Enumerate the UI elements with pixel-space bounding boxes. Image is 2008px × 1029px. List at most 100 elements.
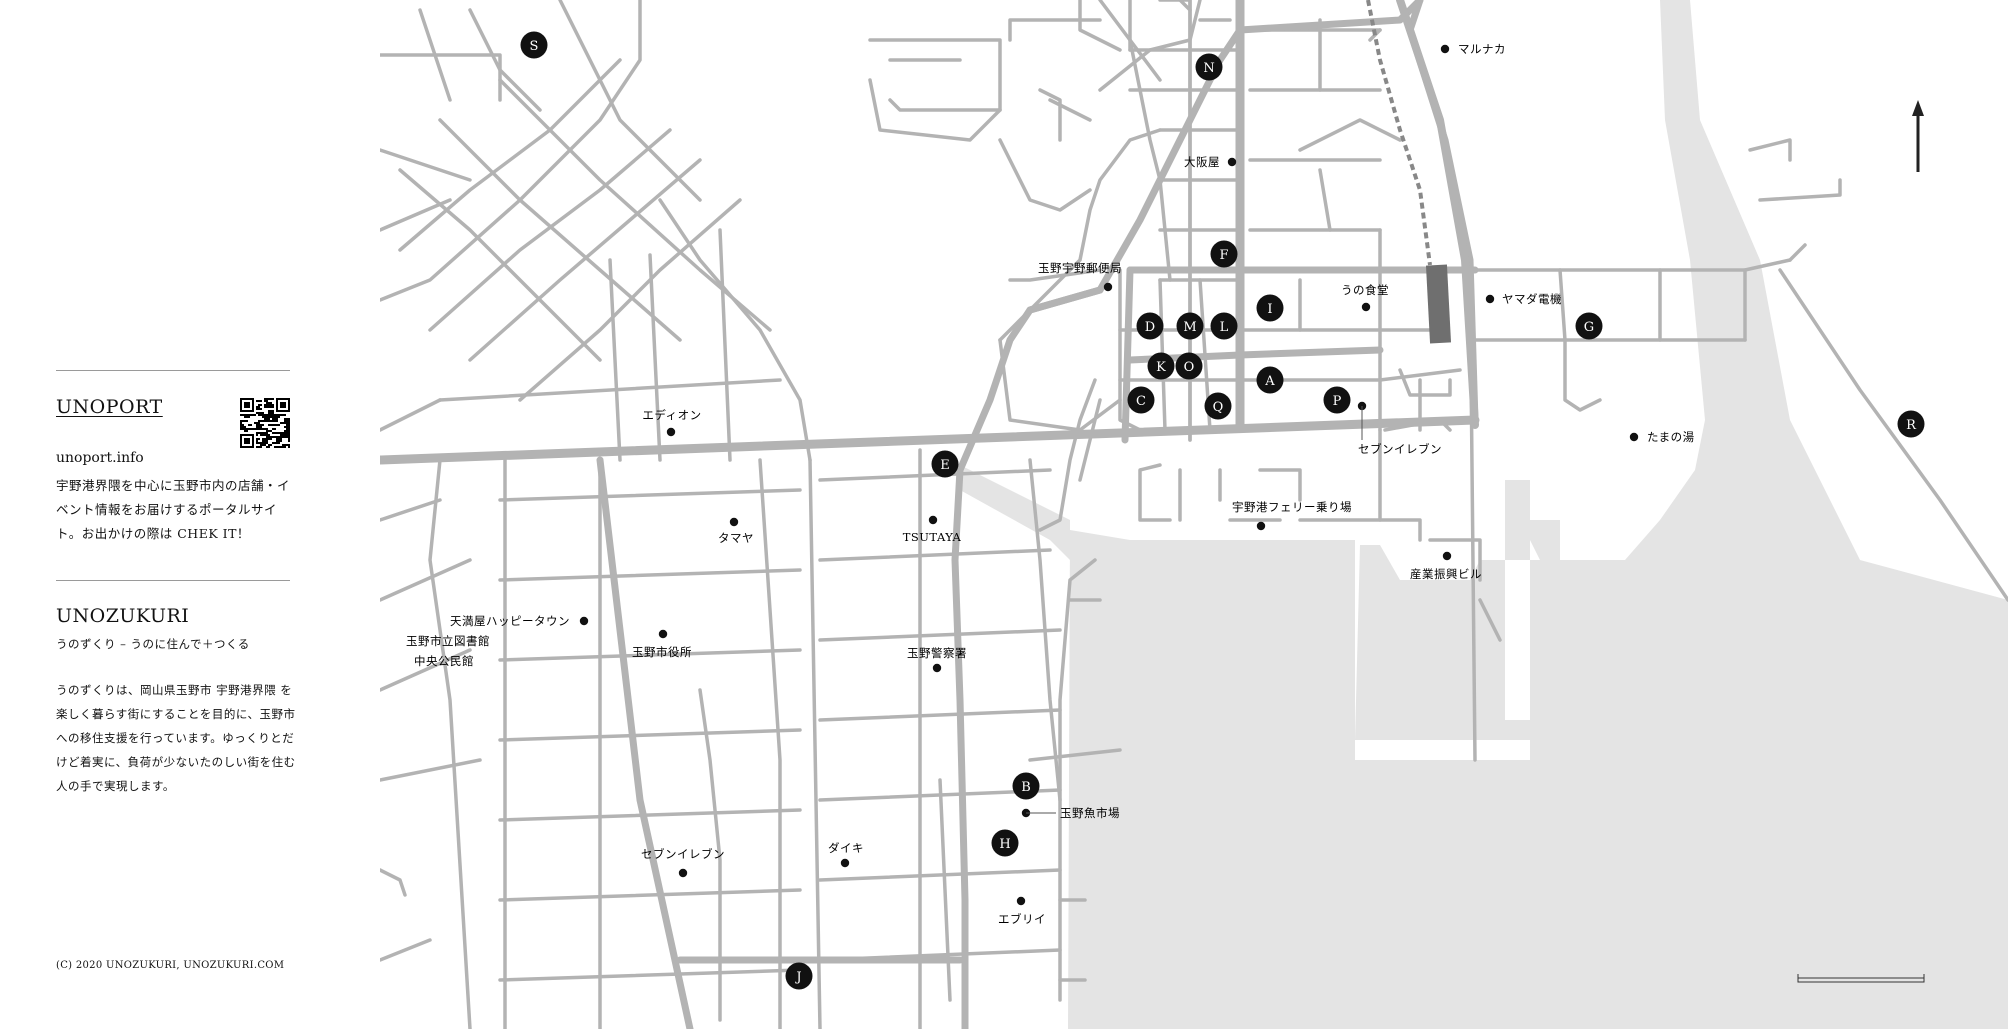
qr-module (264, 420, 266, 422)
qr-module (284, 418, 286, 420)
place-label: エディオン (642, 408, 701, 422)
qr-module (258, 426, 260, 428)
qr-module (248, 424, 250, 426)
road (998, 138, 1092, 212)
qr-module (286, 424, 288, 426)
town-map[interactable]: マルナカ大阪屋玉野宇野郵便局うの食堂ヤマダ電機エディオンセブンイレブンたまの湯タ… (380, 0, 2008, 1029)
qr-module (266, 406, 268, 408)
qr-module (248, 428, 250, 430)
qr-module (284, 434, 286, 436)
qr-module (282, 432, 284, 434)
store-marker-g (1575, 312, 1603, 340)
qr-module (288, 440, 290, 442)
qr-module (274, 428, 276, 430)
railway (1366, 0, 1452, 344)
coastal-road (1396, 0, 1479, 429)
place-dot (1440, 44, 1450, 54)
north-arrow-head (1912, 100, 1924, 116)
road (1318, 168, 1332, 232)
place-dot (579, 616, 589, 626)
qr-module (240, 428, 242, 430)
qr-module (270, 430, 272, 432)
qr-module (286, 432, 288, 434)
place-dot (666, 427, 676, 437)
qr-module (270, 404, 272, 406)
place-dot (1256, 521, 1266, 531)
qr-module (288, 426, 290, 428)
qr-module (248, 414, 250, 416)
unoport-url-link[interactable]: unoport.info (56, 450, 144, 466)
qr-module (246, 428, 248, 430)
road (380, 558, 472, 602)
qr-module (244, 426, 246, 428)
qr-module (266, 420, 268, 422)
qr-module (260, 424, 262, 426)
store-marker-letter: O (1184, 360, 1195, 375)
qr-module (254, 414, 256, 416)
place-label: ヤマダ電機 (1502, 292, 1562, 306)
place-label: エブリイ (998, 912, 1046, 926)
place-dot (678, 868, 688, 878)
road (1398, 368, 1452, 397)
qr-module (282, 444, 284, 446)
qr-module (272, 424, 274, 426)
qr-module (286, 420, 288, 422)
qr-module (252, 428, 254, 430)
store-marker-l (1210, 312, 1238, 340)
qr-module (260, 426, 262, 428)
qr-module (278, 446, 280, 448)
road (398, 168, 602, 362)
qr-module (256, 408, 258, 410)
qr-module (274, 424, 276, 426)
qr-module (284, 436, 286, 438)
qr-module (262, 420, 264, 422)
road (808, 458, 822, 1029)
qr-module (252, 414, 254, 416)
place-dot (658, 629, 668, 639)
road (938, 778, 952, 1002)
qr-module (268, 430, 270, 432)
store-marker-s (520, 31, 548, 59)
place-label: 玉野魚市場 (1060, 806, 1120, 820)
qr-module (246, 420, 248, 422)
qr-module (286, 430, 288, 432)
qr-module (258, 404, 260, 406)
qr-module (264, 438, 266, 440)
qr-module (256, 434, 258, 436)
store-marker-letter: H (999, 837, 1010, 852)
qr-module (274, 436, 276, 438)
road (1058, 558, 1097, 802)
qr-module (240, 420, 242, 422)
road (498, 968, 802, 982)
place-dot (1361, 302, 1371, 312)
place-label: 宇野港フェリー乗り場 (1232, 500, 1352, 514)
store-marker-letter: F (1219, 248, 1228, 263)
qr-module (288, 432, 290, 434)
road (648, 253, 662, 462)
store-marker-letter: J (794, 970, 801, 985)
qr-module (288, 436, 290, 438)
road (1748, 138, 1792, 162)
road (1028, 748, 1122, 762)
qr-module (286, 426, 288, 428)
qr-module (282, 434, 284, 436)
store-marker-b (1012, 772, 1040, 800)
qr-module (264, 404, 266, 406)
qr-module (258, 432, 260, 434)
qr-module (260, 400, 262, 402)
road (1138, 463, 1172, 522)
qr-module (278, 438, 280, 440)
qr-module (262, 428, 264, 430)
qr-module (272, 442, 274, 444)
qr-module (264, 400, 266, 402)
qr-module (282, 446, 284, 448)
qr-module (256, 424, 258, 426)
qr-module (288, 430, 290, 432)
qr-module (288, 438, 290, 440)
qr-module (262, 424, 264, 426)
qr-module (278, 442, 280, 444)
scale-bar (1797, 974, 1925, 983)
qr-module (270, 412, 272, 414)
place-label: セブンイレブン (641, 847, 725, 861)
qr-module (266, 404, 268, 406)
